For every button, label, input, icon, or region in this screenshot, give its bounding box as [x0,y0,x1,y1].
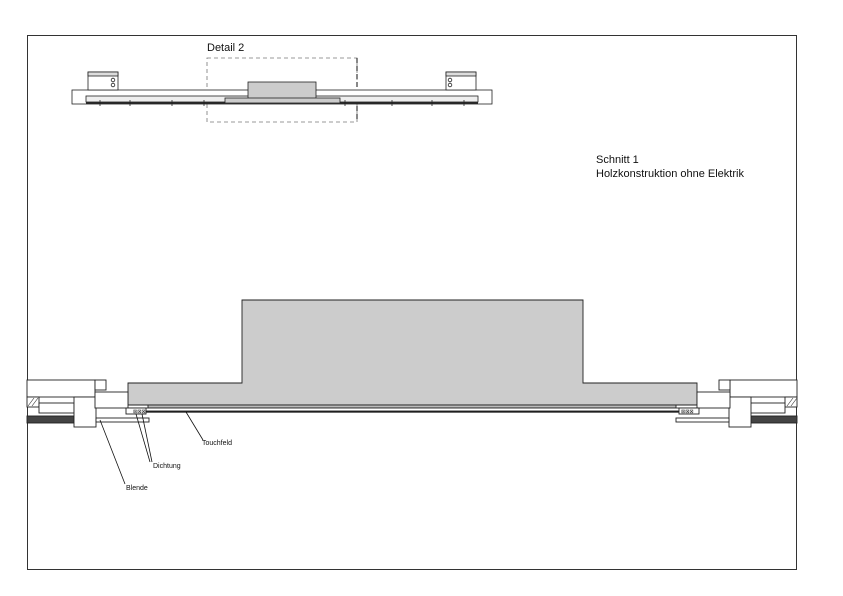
right-frame-block [728,396,752,428]
right-insulation [784,396,798,408]
section-title-block: Schnitt 1 Holzkonstruktion ohne Elektrik [596,153,744,181]
drawing-frame [27,35,797,570]
label-blende: Blende [126,485,148,492]
svg-text:⊠⊠⊠: ⊠⊠⊠ [133,409,146,415]
detail-2-label: Detail 2 [207,42,245,54]
left-insulation [26,396,40,408]
touch-panel-glass [127,407,698,412]
left-frame-inner [94,391,129,409]
left-wall-upper [26,379,96,398]
leader-dichtung-2 [141,413,153,463]
housing-body [127,299,698,406]
overview-left-post-cap [87,71,119,77]
touch-panel-top [147,404,677,409]
section-title: Schnitt 1 [596,154,639,166]
overview-right-post-cap [445,71,477,77]
svg-text:⊠⊠⊠: ⊠⊠⊠ [681,409,694,415]
right-seal [678,407,700,415]
right-wall-upper [729,379,798,398]
left-wall-cap [94,379,107,391]
right-wall-mid [749,402,786,414]
left-frame-block [73,396,97,428]
insulation-hatch [27,397,798,407]
overview-section [71,57,493,123]
label-dichtung: Dichtung [153,463,181,470]
left-dark-band [26,415,75,424]
label-touchfeld: Touchfeld [202,440,232,447]
left-trim [95,417,150,423]
leader-dichtung-1 [135,413,151,463]
main-section: ⊠⊠⊠ ⊠⊠⊠ [26,299,798,485]
right-wall-cap [718,379,731,391]
leader-blende [99,419,126,485]
overview-center-block [247,81,317,101]
right-frame-inner [696,391,731,409]
overview-center-plate [224,97,341,104]
leader-touchfeld [185,411,204,441]
left-wall-mid [38,402,75,414]
right-trim [675,417,730,423]
right-dark-band [749,415,798,424]
section-subtitle: Holzkonstruktion ohne Elektrik [596,168,744,180]
